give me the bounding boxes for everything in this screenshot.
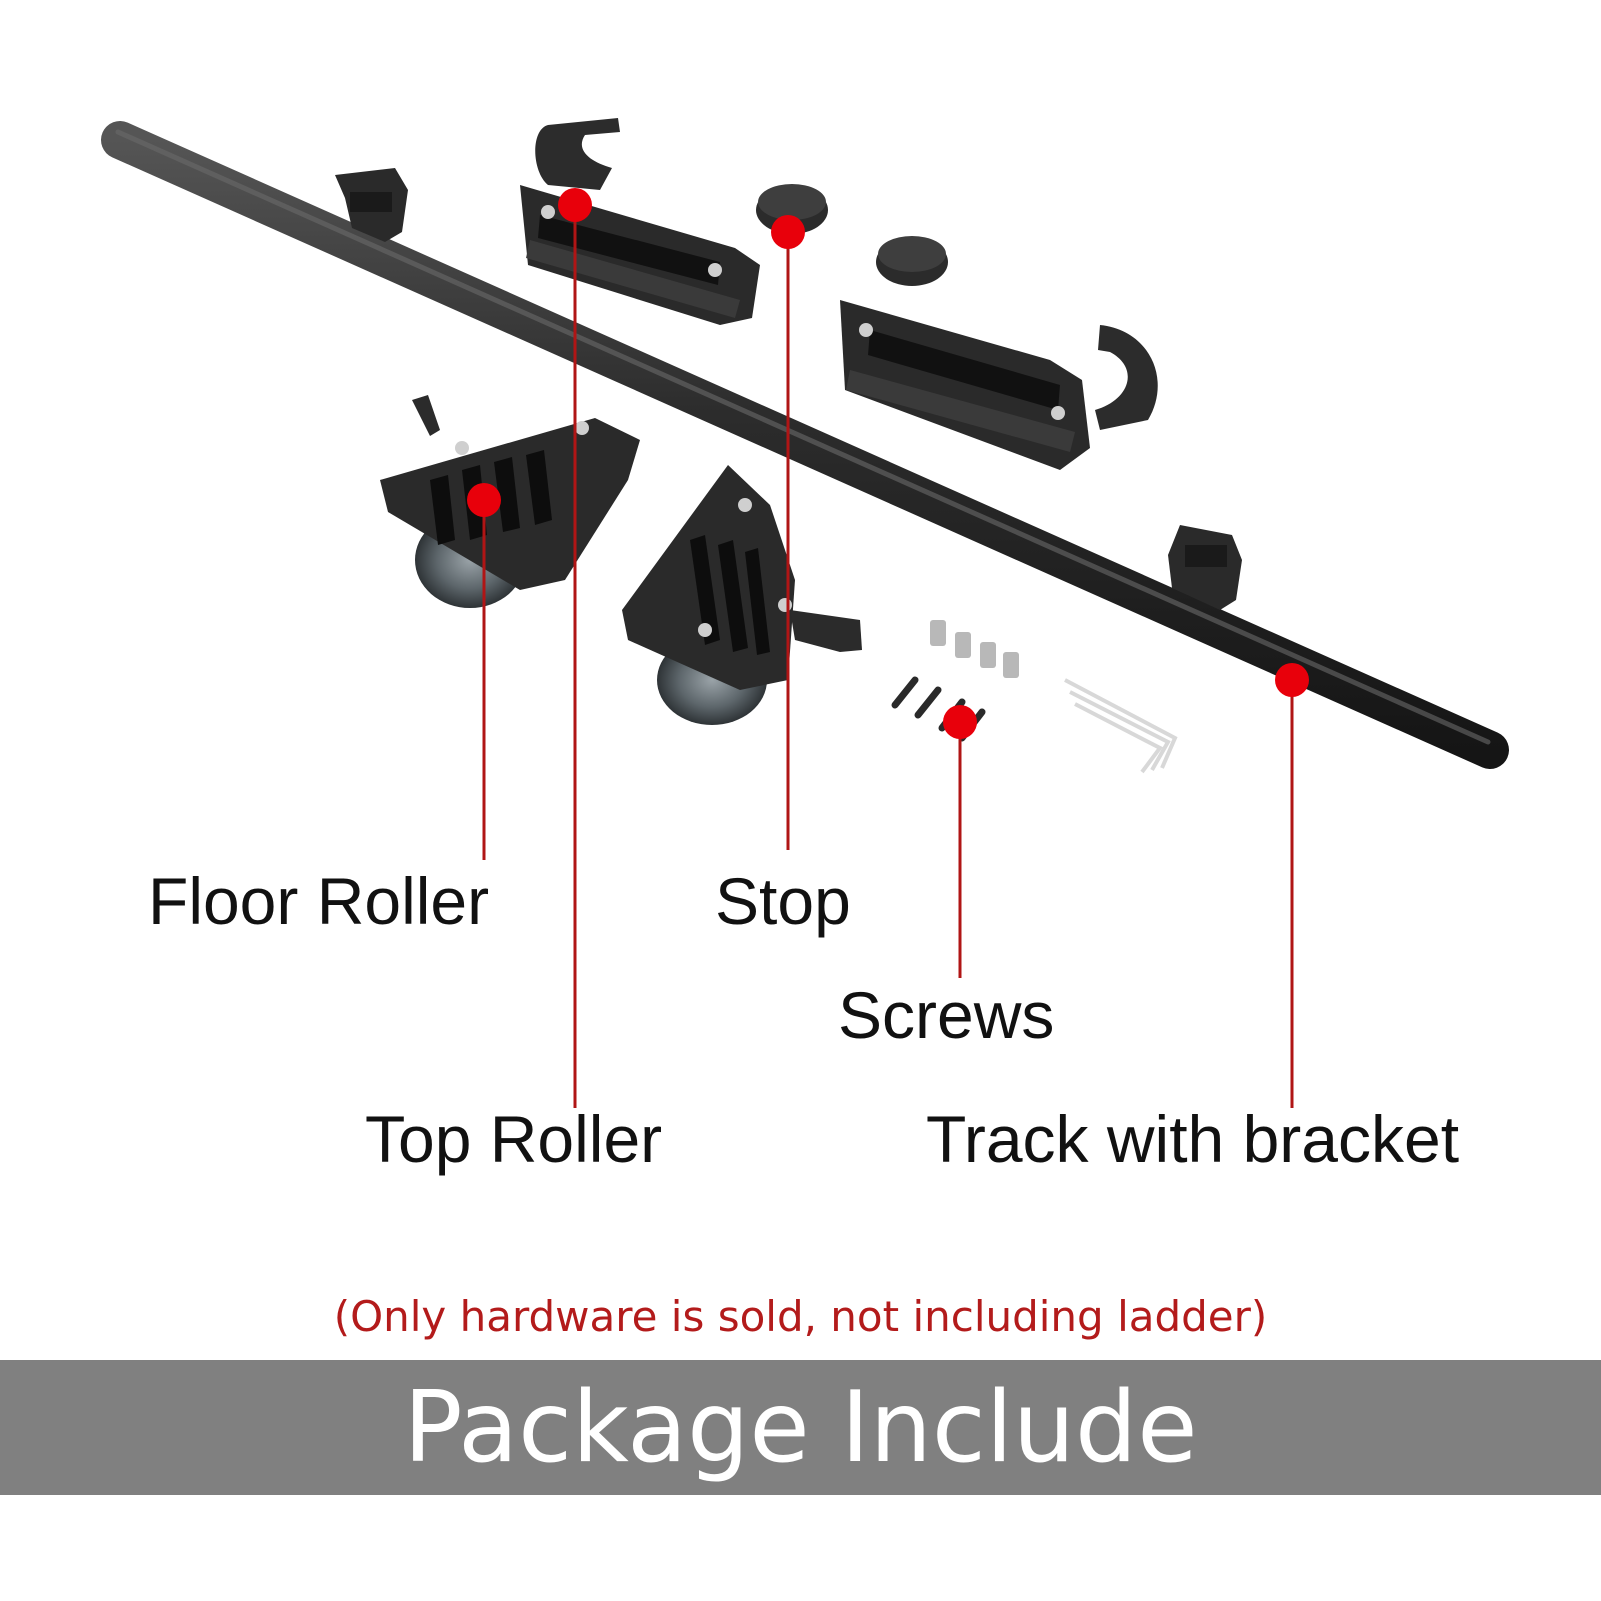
- callout-markers: [467, 188, 1309, 739]
- marker-floor-roller: [467, 483, 501, 517]
- stop-right: [876, 236, 948, 286]
- label-floor-roller: Floor Roller: [148, 864, 490, 938]
- floor-roller-left: [380, 395, 640, 608]
- marker-screws: [943, 705, 977, 739]
- disclaimer-note: (Only hardware is sold, not including la…: [333, 1292, 1268, 1341]
- marker-top-roller: [558, 188, 592, 222]
- label-track-with-bracket: Track with bracket: [926, 1102, 1460, 1176]
- top-roller-right: [840, 300, 1158, 470]
- track-rail: [101, 121, 1509, 769]
- marker-track: [1275, 663, 1309, 697]
- stop-left: [756, 184, 828, 234]
- screws-set: [891, 620, 1019, 742]
- top-roller-left: [520, 118, 760, 325]
- floor-roller-right: [622, 465, 862, 725]
- label-stop: Stop: [715, 864, 851, 938]
- marker-stop: [771, 215, 805, 249]
- label-top-roller: Top Roller: [365, 1102, 663, 1176]
- track-bracket-left: [335, 168, 408, 242]
- hex-keys: [1064, 678, 1178, 774]
- track-bracket-right: [1168, 525, 1242, 610]
- package-banner: Package Include: [0, 1360, 1601, 1495]
- leader-lines: [482, 205, 1294, 1108]
- label-screws: Screws: [838, 978, 1055, 1052]
- banner-title: Package Include: [403, 1370, 1198, 1485]
